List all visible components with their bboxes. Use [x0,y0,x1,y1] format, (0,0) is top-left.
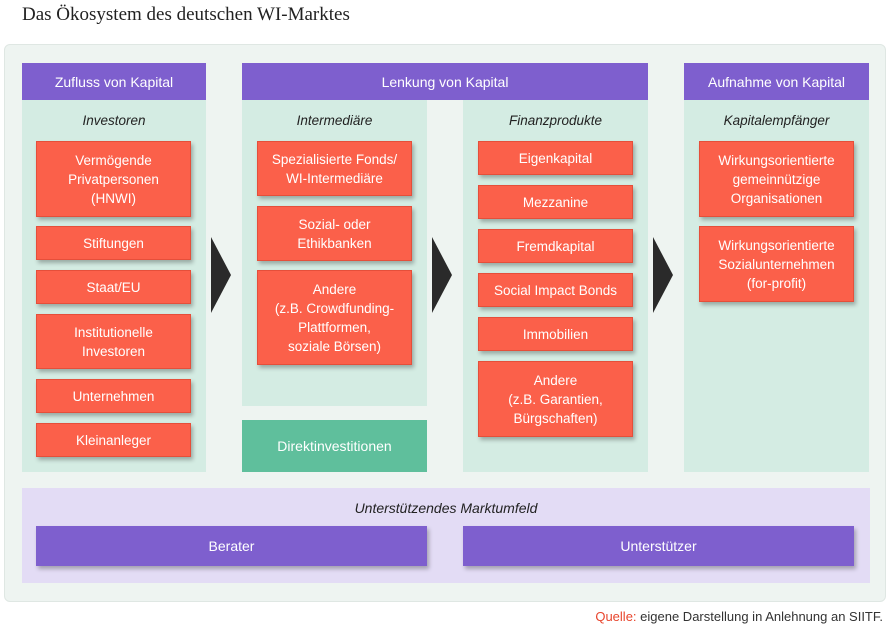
lenkung-header: Lenkung von Kapital [242,63,648,100]
investoren-subtitle: Investoren [82,113,146,128]
source-label: Quelle: [595,609,637,624]
intermediaer-andere: Andere (z.B. Crowdfunding- Plattformen, … [257,270,412,365]
produkt-eigenkapital: Eigenkapital [478,141,633,175]
direktinvestitionen-box: Direktinvestitionen [242,420,427,472]
finanzprodukte-subtitle: Finanzprodukte [508,113,603,128]
intermediaer-banken: Sozial- oder Ethikbanken [257,206,412,261]
produkt-social-impact-bonds: Social Impact Bonds [478,273,633,307]
marktumfeld-title: Unterstützendes Marktumfeld [354,500,538,516]
produkt-andere: Andere (z.B. Garantien, Bürgschaften) [478,361,633,437]
kapitalempfaenger-subtitle: Kapitalempfänger [723,113,830,128]
unterstuetzer-box: Unterstützer [463,526,854,566]
flow-arrow-icon [432,237,452,313]
intermediaer-fonds: Spezialisierte Fonds/ WI-Intermediäre [257,141,412,196]
produkt-immobilien: Immobilien [478,317,633,351]
aufnahme-header: Aufnahme von Kapital [684,63,869,100]
empfaenger-gemeinnuetzig: Wirkungsorientierte gemeinnützige Organi… [699,141,854,217]
produkt-mezzanine: Mezzanine [478,185,633,219]
investor-staat-eu: Staat/EU [36,270,191,304]
investor-kleinanleger: Kleinanleger [36,423,191,457]
zufluss-header: Zufluss von Kapital [22,63,206,100]
investor-institutionelle: Institutionelle Investoren [36,314,191,369]
flow-arrow-icon [211,237,231,313]
source-text: eigene Darstellung in Anlehnung an SIITF… [636,609,883,624]
produkt-fremdkapital: Fremdkapital [478,229,633,263]
investor-stiftungen: Stiftungen [36,226,191,260]
flow-arrow-icon [653,237,673,313]
berater-box: Berater [36,526,427,566]
intermediaere-subtitle: Intermediäre [296,113,373,128]
source-note: Quelle: eigene Darstellung in Anlehnung … [595,609,883,624]
investor-hnwi: Vermögende Privatpersonen (HNWI) [36,141,191,217]
empfaenger-sozialunternehmen: Wirkungsorientierte Sozialunternehmen (f… [699,226,854,302]
page-title: Das Ökosystem des deutschen WI-Marktes [22,4,350,25]
investor-unternehmen: Unternehmen [36,379,191,413]
